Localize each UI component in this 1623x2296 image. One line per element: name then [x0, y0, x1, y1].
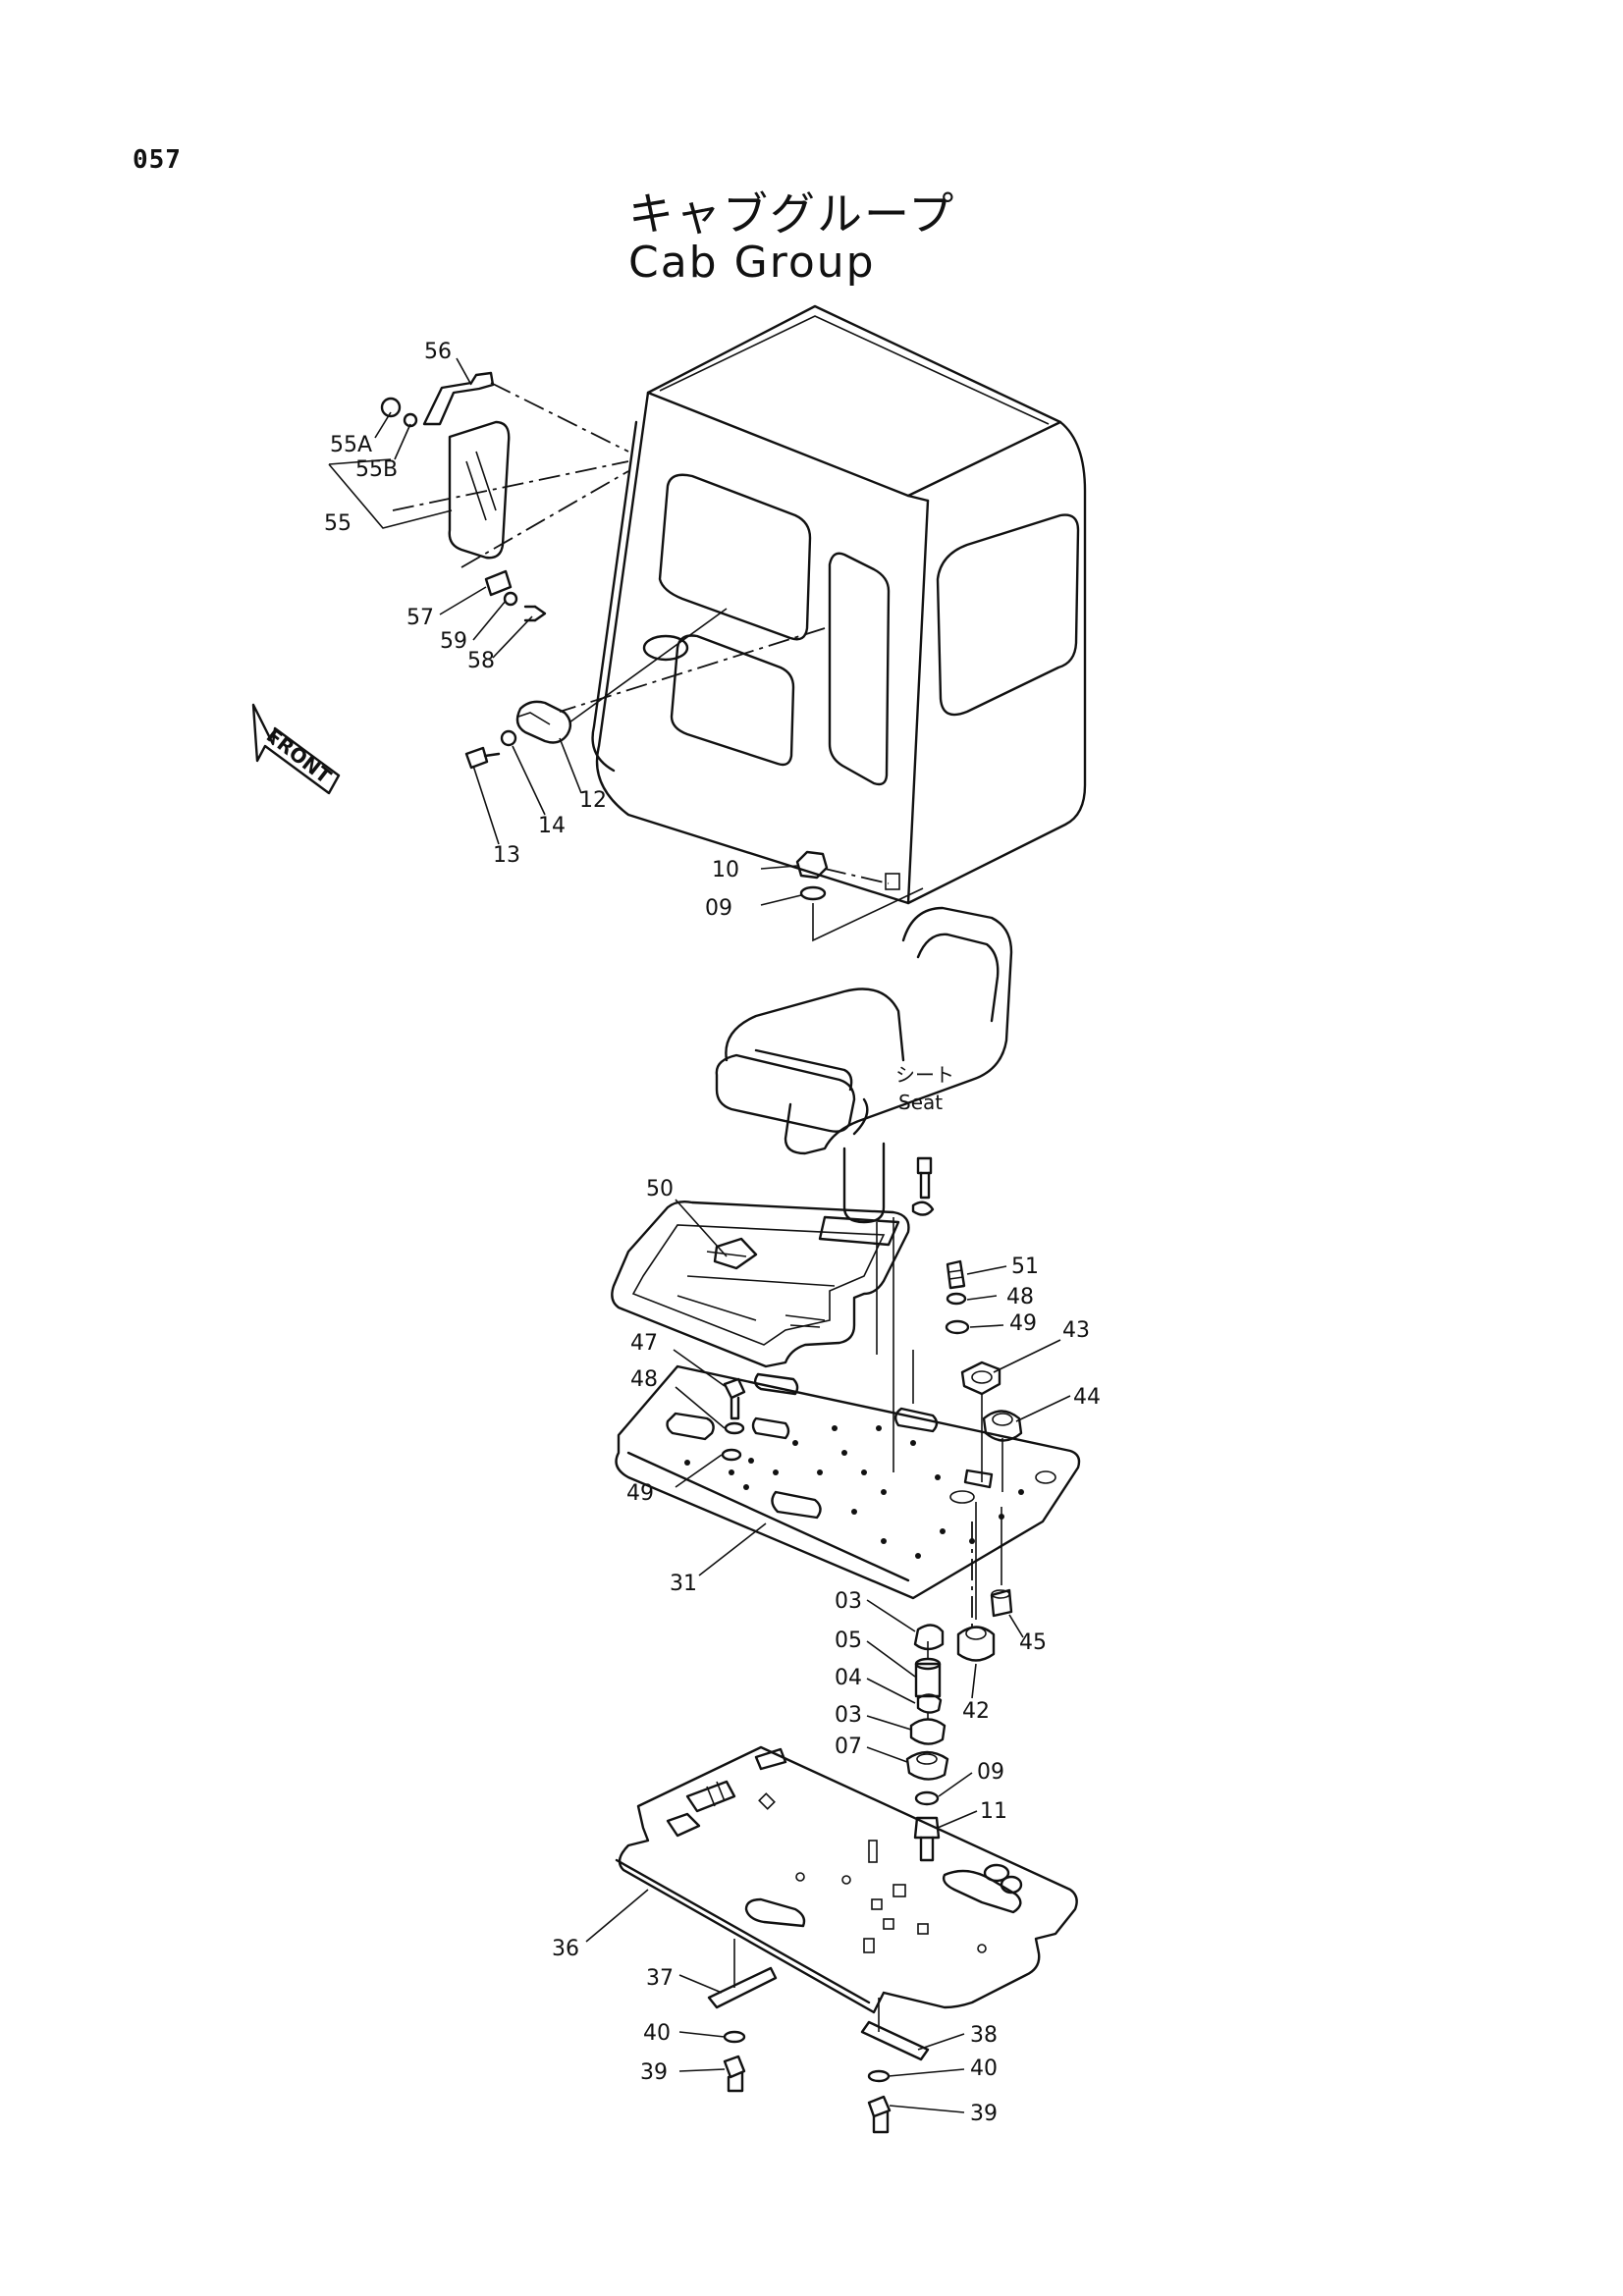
title-english: Cab Group	[628, 238, 876, 288]
callout-55B: 55B	[355, 457, 398, 482]
callout-57: 57	[406, 606, 434, 630]
callout-38: 38	[970, 2023, 998, 2048]
operator-seat: シート Seat	[715, 906, 1013, 1224]
seat-label-english: Seat	[898, 1091, 943, 1114]
callout-14: 14	[538, 814, 566, 838]
callout-55: 55	[324, 511, 352, 536]
callout-47: 47	[630, 1331, 658, 1356]
floor-plate-lower	[615, 1745, 1078, 2134]
callout-13: 13	[493, 843, 520, 868]
callout-48-left: 48	[630, 1367, 658, 1392]
callout-10: 10	[712, 858, 739, 882]
callout-40-right: 40	[970, 2056, 998, 2081]
callout-37: 37	[646, 1966, 674, 1991]
callout-11: 11	[980, 1799, 1007, 1824]
callout-03-upper: 03	[835, 1589, 862, 1614]
callout-03-lower: 03	[835, 1703, 862, 1728]
cab-mount-nut	[795, 850, 924, 942]
seat-label-japanese: シート	[895, 1063, 954, 1087]
callout-45: 45	[1019, 1630, 1047, 1655]
callout-07: 07	[835, 1735, 862, 1759]
callout-55A: 55A	[330, 433, 372, 457]
callout-42: 42	[962, 1699, 990, 1724]
front-arrow: FRONT	[251, 703, 341, 795]
callout-49-left: 49	[626, 1481, 654, 1506]
callout-12: 12	[579, 788, 607, 813]
callout-59: 59	[440, 629, 467, 654]
plate-holes	[684, 1425, 1024, 1559]
callout-31: 31	[670, 1572, 697, 1596]
callout-04: 04	[835, 1666, 862, 1690]
door-handle-parts	[464, 608, 728, 770]
front-label: FRONT	[262, 723, 336, 788]
callout-39-right: 39	[970, 2102, 998, 2126]
callout-50: 50	[646, 1177, 674, 1201]
callout-48-right: 48	[1006, 1285, 1034, 1309]
cab-body	[559, 304, 1087, 905]
callout-43: 43	[1062, 1318, 1090, 1343]
mirror-assembly	[380, 371, 629, 622]
leader-lines	[328, 357, 1071, 2113]
callout-44: 44	[1073, 1385, 1101, 1410]
callout-labels: 56 55A 55B 55 57 59 58 12 14 13 10 09 50…	[324, 340, 1101, 2126]
callout-58: 58	[467, 649, 495, 673]
callout-39-left: 39	[640, 2060, 668, 2085]
page-number: 057	[133, 145, 182, 175]
callout-05: 05	[835, 1629, 862, 1653]
callout-51: 51	[1011, 1255, 1039, 1279]
callout-49-right: 49	[1009, 1311, 1037, 1336]
callout-56: 56	[424, 340, 452, 364]
callout-40-left: 40	[643, 2021, 671, 2046]
mount-stack	[905, 1502, 1013, 1862]
floor-mat	[611, 1200, 910, 1368]
callout-09-upper: 09	[705, 896, 732, 921]
callout-09-lower: 09	[977, 1760, 1004, 1785]
callout-36: 36	[552, 1937, 579, 1961]
title-japanese: キャブグループ	[628, 187, 956, 240]
floor-plate-upper	[615, 1217, 1081, 1629]
